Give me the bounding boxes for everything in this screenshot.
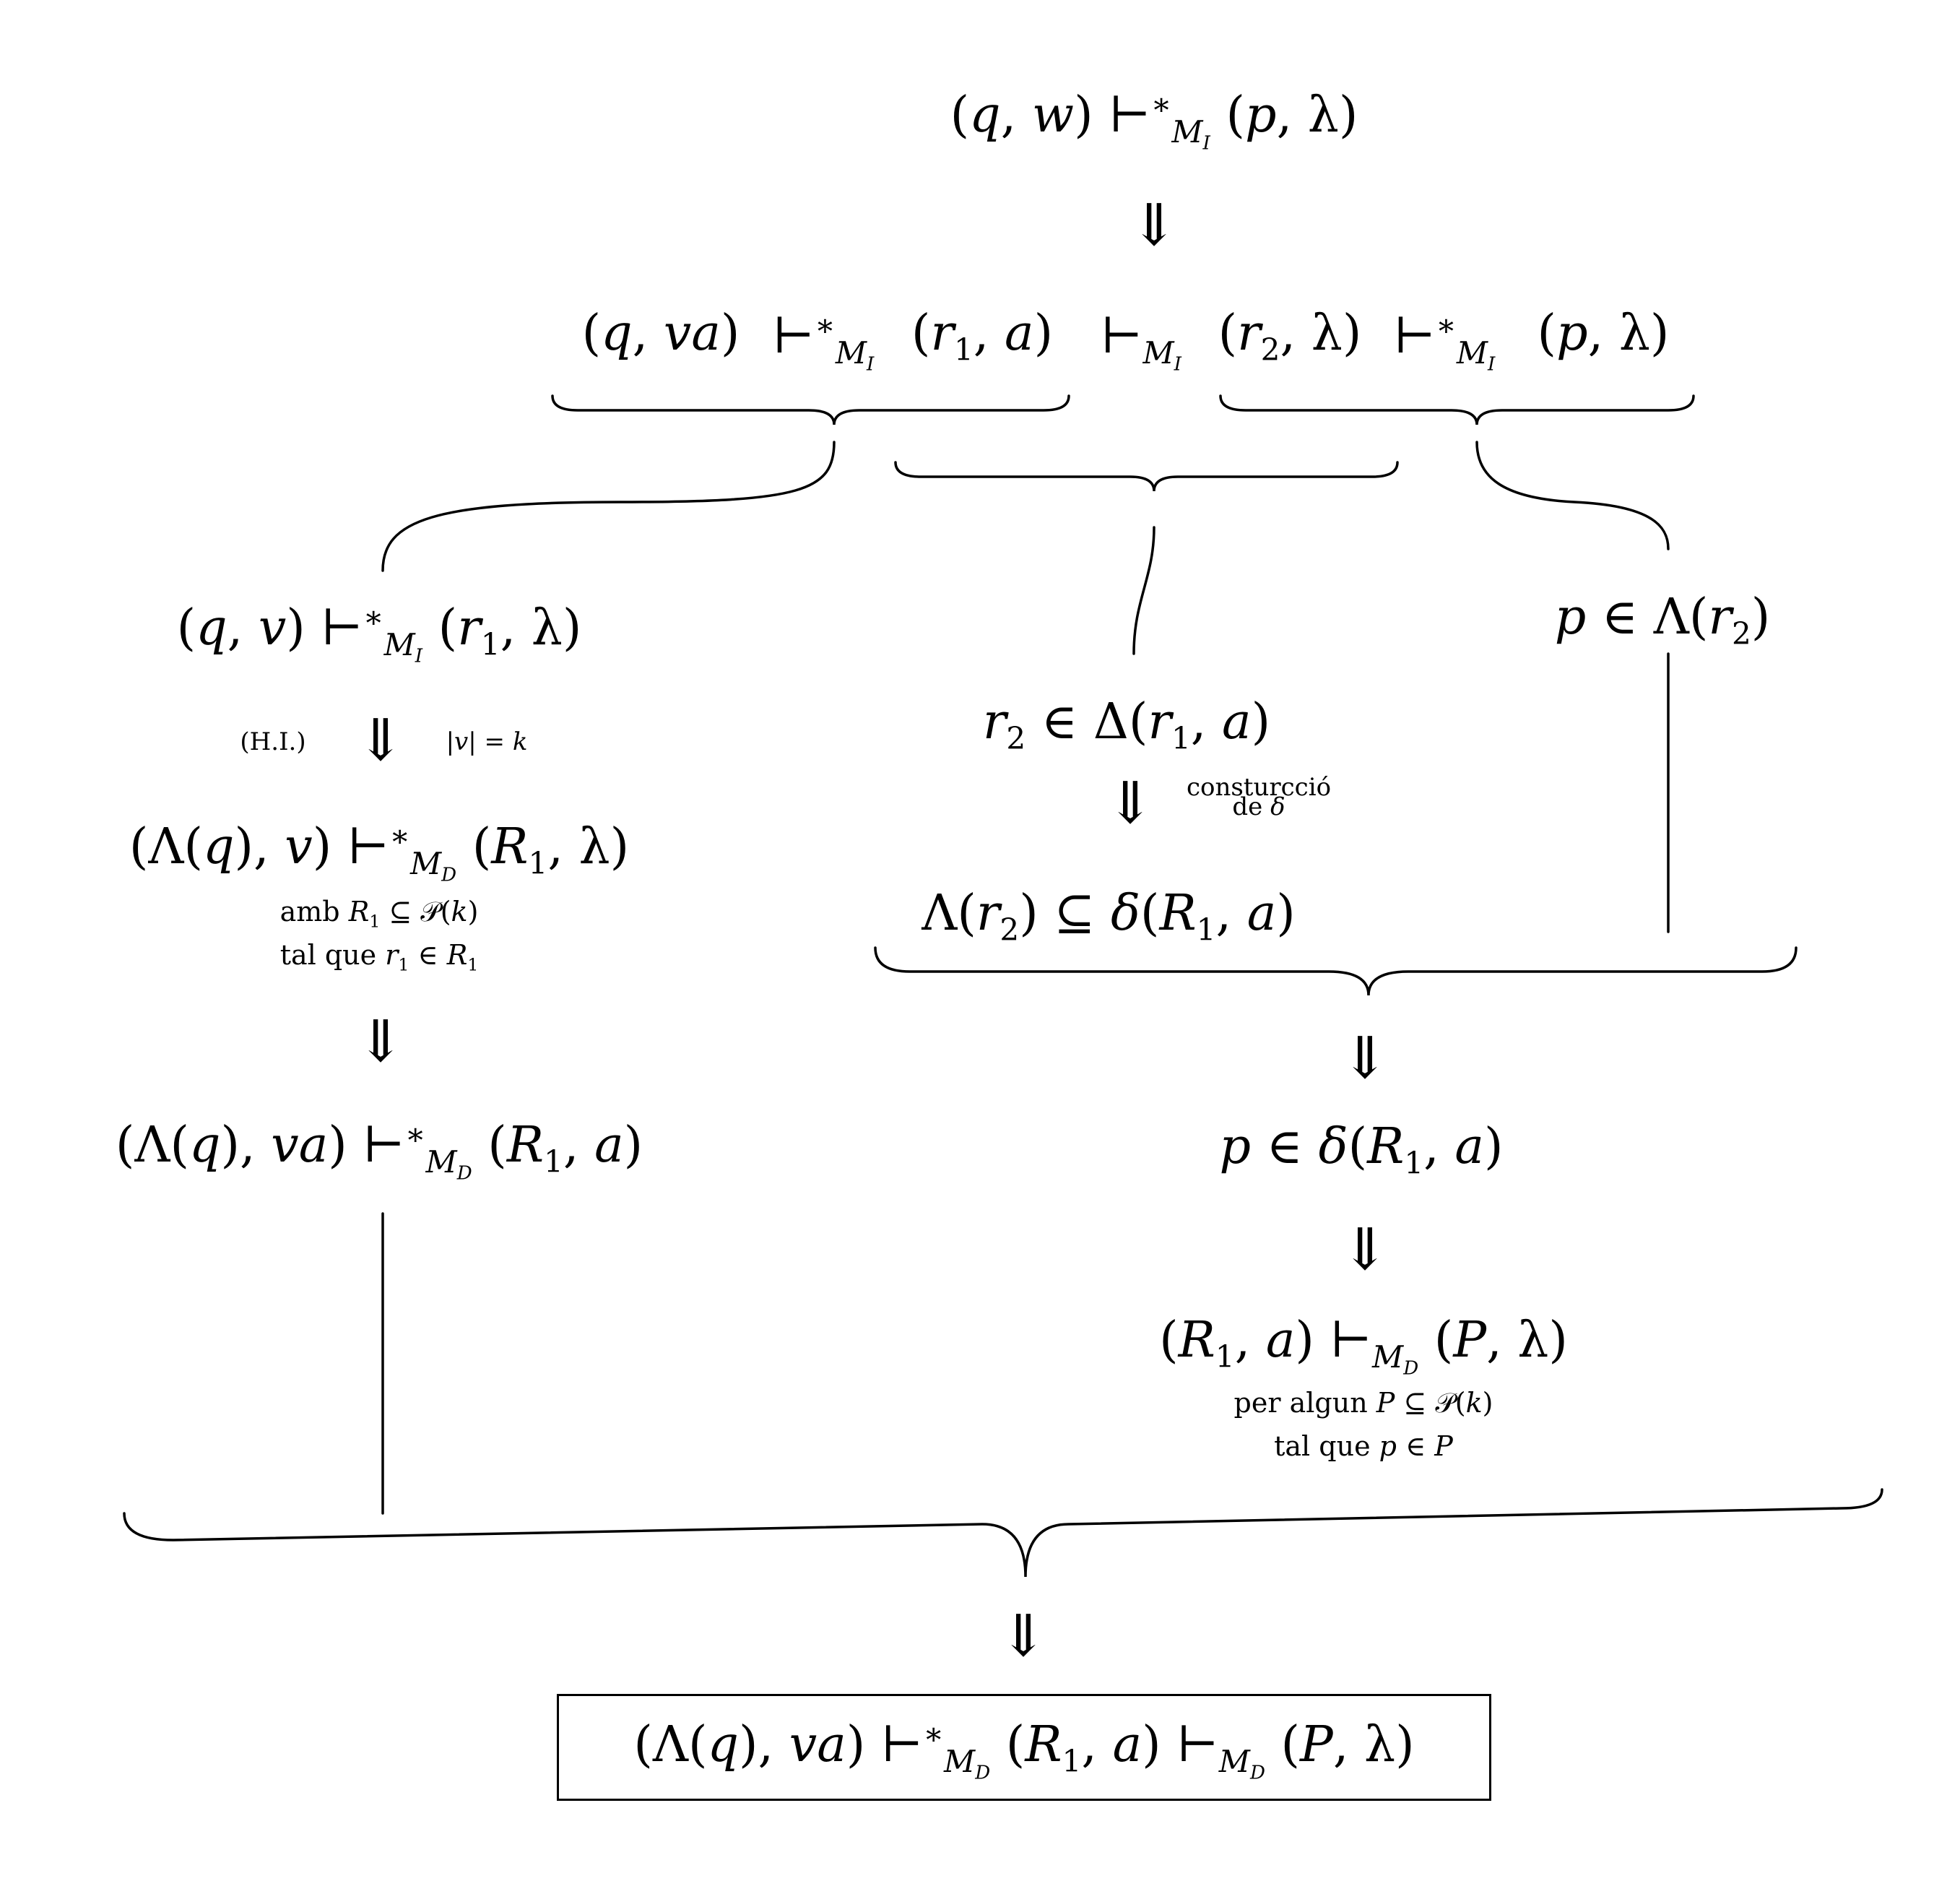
implies-arrow-left3: ⇓	[356, 1008, 405, 1075]
brace-left-segment	[551, 394, 1070, 425]
chain-seg1: (q, va)	[581, 305, 740, 362]
connector-left	[381, 441, 836, 572]
formula-top: (q, w) ⊢∗MI (p, λ)	[950, 86, 1358, 155]
chain-turn3: ⊢∗MI	[1393, 307, 1496, 376]
right3-note2: tal que p ∈ P	[1274, 1430, 1453, 1462]
formula-left3: (Λ(q), va) ⊢∗MD (R1, a)	[115, 1116, 643, 1185]
connector-right	[1475, 441, 1670, 550]
connector-middle	[1132, 526, 1155, 655]
left2-note1: amb R1 ⊆ 𝒫(k)	[279, 896, 479, 932]
chain-turn2: ⊢MI	[1101, 307, 1181, 376]
hi-condition: |v| = k	[446, 727, 528, 756]
conclusion-box	[557, 1694, 1491, 1801]
brace-bottom	[123, 1488, 1883, 1578]
implies-arrow-construction: ⇓	[1106, 769, 1155, 836]
implies-arrow-1: ⇓	[1129, 191, 1179, 259]
left2-note2: tal que r1 ∈ R1	[279, 939, 479, 975]
formula-right3: (R1, a) ⊢MD (P, λ)	[1159, 1311, 1568, 1380]
formula-left1: (q, v) ⊢∗MI (r1, λ)	[176, 599, 582, 667]
implies-arrow-right3: ⇓	[1340, 1216, 1389, 1283]
chain-seg4: (p, λ)	[1537, 305, 1670, 362]
implies-arrow-final: ⇓	[999, 1602, 1048, 1669]
formula-left2: (Λ(q), v) ⊢∗MD (R1, λ)	[129, 818, 630, 886]
formula-right1: p ∈ Λ(r2)	[1554, 589, 1771, 652]
chain-seg2: (r1, a)	[911, 305, 1054, 368]
brace-join-middle-right	[874, 946, 1798, 996]
formula-conclusion: (Λ(q), va) ⊢∗MD (R1, a) ⊢MD (P, λ)	[633, 1716, 1415, 1784]
implies-arrow-right2: ⇓	[1340, 1024, 1389, 1091]
formula-mid1: r2 ∈ Δ(r1, a)	[982, 693, 1271, 756]
chain-seg3: (r2, λ)	[1218, 305, 1362, 368]
formula-right2: p ∈ δ(R1, a)	[1219, 1118, 1504, 1181]
construction-line1: consturcció	[1186, 773, 1332, 802]
right3-note1: per algun P ⊆ 𝒫(k)	[1233, 1387, 1493, 1419]
formula-mid2: Λ(r2) ⊆ δ(R1, a)	[922, 885, 1296, 948]
brace-middle-segment	[894, 461, 1399, 492]
construction-line2: de δ	[1232, 792, 1285, 821]
brace-right-segment	[1219, 394, 1695, 425]
implies-arrow-hi: ⇓	[356, 706, 405, 774]
hi-label: (H.I.)	[240, 727, 306, 756]
chain-turn1: ⊢∗MI	[772, 307, 875, 376]
